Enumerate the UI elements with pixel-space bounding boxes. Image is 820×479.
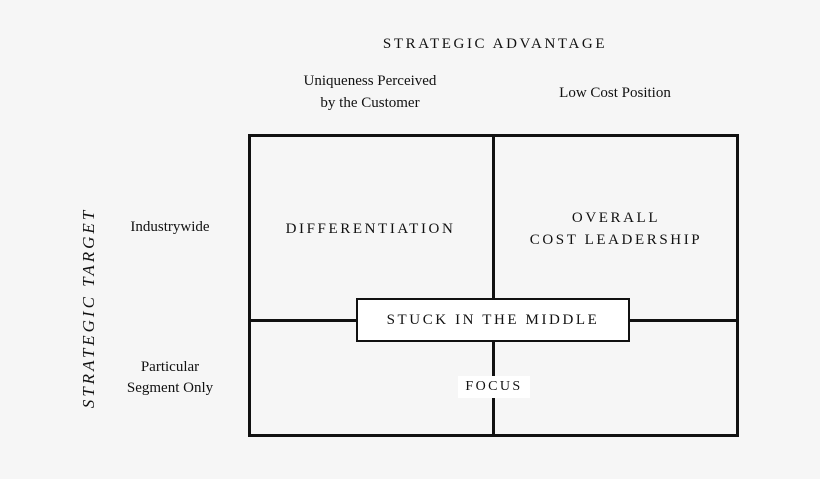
row-header-segment-line2: Segment Only: [126, 380, 214, 396]
row-header-particular-segment: Particular Segment Only: [110, 357, 230, 399]
row-header-segment-line1: Particular: [140, 359, 200, 375]
grid-right-border: [736, 134, 739, 437]
strategic-advantage-title: STRATEGIC ADVANTAGE: [382, 36, 608, 52]
grid-left-border: [248, 134, 251, 437]
cost-leadership-label: OVERALL COST LEADERSHIP: [493, 207, 739, 251]
column-header-uniqueness-line2: by the Customer: [320, 95, 420, 111]
column-header-low-cost: Low Cost Position: [559, 85, 671, 101]
cost-leadership-line1: OVERALL: [571, 210, 661, 226]
differentiation-label: DIFFERENTIATION: [285, 221, 456, 237]
strategy-matrix: DIFFERENTIATION OVERALL COST LEADERSHIP …: [248, 134, 739, 437]
column-header-uniqueness: Uniqueness Perceived by the Customer: [265, 70, 475, 114]
focus-label: FOCUS: [458, 376, 530, 398]
row-header-industrywide: Industrywide: [130, 219, 210, 235]
strategic-target-title: STRATEGIC TARGET: [79, 207, 98, 409]
stuck-in-the-middle-box: STUCK IN THE MIDDLE: [356, 298, 630, 342]
stuck-in-the-middle-label: STUCK IN THE MIDDLE: [386, 311, 600, 328]
grid-vertical-divider: [492, 134, 495, 437]
cost-leadership-line2: COST LEADERSHIP: [529, 232, 703, 248]
column-header-uniqueness-line1: Uniqueness Perceived: [303, 73, 437, 89]
